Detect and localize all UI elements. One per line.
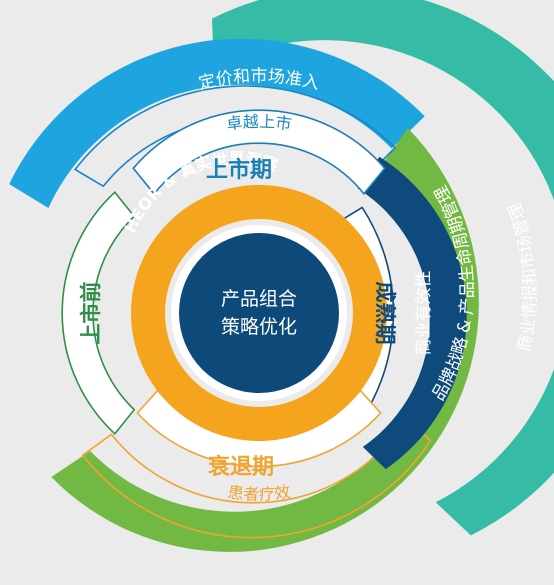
patient-adherence-band xyxy=(81,419,432,539)
center-line-1: 产品组合 xyxy=(221,288,297,310)
pricing-access-label: 定价和市场准入 xyxy=(197,67,321,94)
commercial-effectiveness-band xyxy=(357,156,467,470)
patient-adherence-label: 患者疗效 xyxy=(227,482,292,504)
phase-launch-band xyxy=(132,109,386,196)
commercial-intelligence-band xyxy=(212,0,554,536)
center-circle xyxy=(179,233,339,393)
phase-pre-launch-band xyxy=(61,191,136,435)
pre-launch-phase-label: 上市前 xyxy=(79,282,103,345)
inner-ring xyxy=(131,185,387,441)
brand-lifecycle-band xyxy=(51,128,479,552)
commercial-effectiveness-label: 商业有效性 xyxy=(414,271,434,356)
mature-phase-label: 成熟期 xyxy=(373,282,397,345)
center-line-2: 策略优化 xyxy=(221,316,297,338)
launch-phase-label: 上市期 xyxy=(206,157,272,183)
pricing-access-band xyxy=(9,38,425,209)
decline-phase-label: 衰退期 xyxy=(207,454,274,480)
commercial-intelligence-label: 商业情报和市场管理 xyxy=(505,200,541,353)
